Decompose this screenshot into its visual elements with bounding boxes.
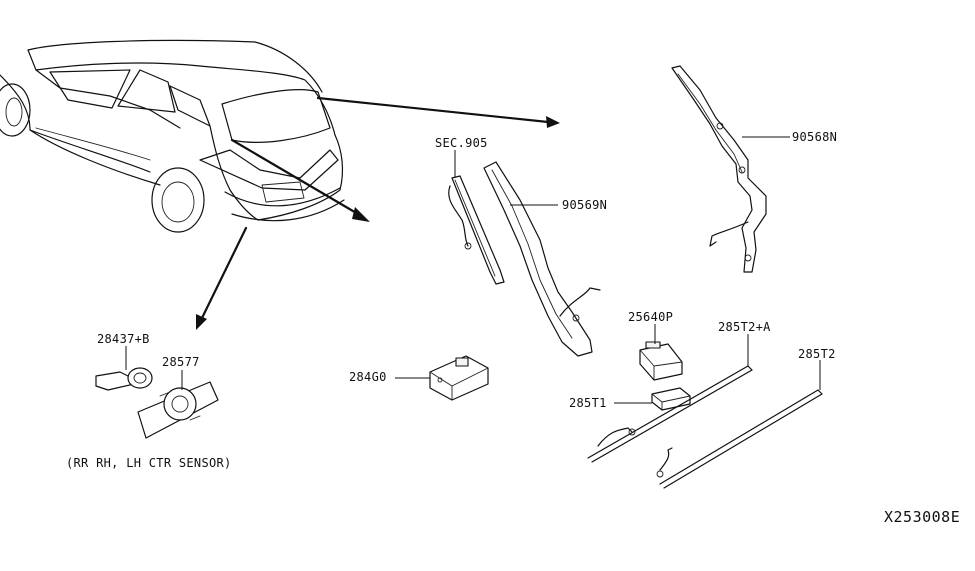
harness-90568n: [671, 65, 767, 273]
unit-284g0: [429, 355, 489, 401]
harness-90569n: [483, 161, 601, 357]
label-285t2a: 285T2+A: [718, 320, 771, 334]
bracket-28577: [137, 381, 219, 439]
label-28437b: 28437+B: [97, 332, 150, 346]
label-28577: 28577: [162, 355, 200, 369]
label-285t2: 285T2: [798, 347, 836, 361]
label-90568n: 90568N: [792, 130, 838, 144]
vehicle-illustration: [0, 39, 345, 233]
diagram-code: X253008E: [884, 508, 961, 526]
sensor-28437b: [95, 367, 153, 391]
callout-arrows: [196, 96, 560, 330]
label-285t1: 285T1: [569, 396, 607, 410]
label-sensor-note: (RR RH, LH CTR SENSOR): [66, 456, 232, 470]
module-25640p: [639, 341, 683, 381]
sec905-bracket: [448, 175, 505, 285]
label-25640p: 25640P: [628, 310, 674, 324]
cable-285t2a: [587, 365, 753, 463]
module-285t1: [651, 387, 691, 411]
label-sec905: SEC.905: [435, 136, 488, 150]
cable-285t2: [656, 389, 823, 489]
label-90569n: 90569N: [562, 198, 608, 212]
label-284g0: 284G0: [349, 370, 387, 384]
